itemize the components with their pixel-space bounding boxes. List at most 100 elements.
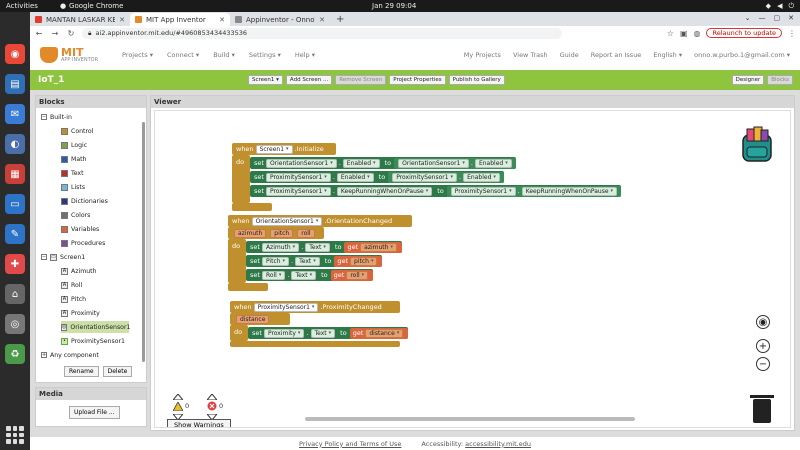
getter-block-orientation-enabled[interactable]: OrientationSensor1▾ . Enabled▾	[394, 157, 516, 169]
set-block-proximity-text[interactable]: set Proximity▾ . Text▾ to get distance▾	[248, 327, 409, 339]
thunderbird-icon[interactable]: ✉	[5, 104, 25, 124]
warning-toggle-down-icon[interactable]	[171, 413, 185, 422]
param-azimuth[interactable]: azimuth	[234, 228, 267, 238]
get-roll-block[interactable]: get roll▾	[330, 269, 374, 281]
trash-dock-icon[interactable]: ♻	[5, 344, 25, 364]
set-block-proximity-keeprunning[interactable]: set ProximitySensor1▾ . KeepRunningWhenO…	[250, 185, 622, 197]
blocks-button[interactable]: Blocks	[767, 75, 793, 85]
privacy-policy-link[interactable]: Privacy Policy and Terms of Use	[299, 439, 402, 448]
report-issue-link[interactable]: Report an Issue	[590, 51, 642, 59]
menu-settings[interactable]: Settings ▾	[248, 51, 281, 59]
app-inventor-logo[interactable]: MIT APP INVENTOR	[40, 47, 110, 63]
files-icon[interactable]: ▦	[5, 164, 25, 184]
system-monitor-icon[interactable]: ▤	[5, 74, 25, 94]
close-icon[interactable]: ✕	[319, 15, 325, 24]
text-editor-icon[interactable]: ✎	[5, 224, 25, 244]
backpack-icon[interactable]	[737, 125, 777, 165]
warning-toggle-up-icon[interactable]	[171, 393, 185, 402]
tree-component-proximitysensor1[interactable]: •ProximitySensor1	[61, 335, 125, 347]
zoom-out-icon[interactable]: −	[756, 357, 770, 371]
getter-block-proximity-enabled[interactable]: ProximitySensor1▾ . Enabled▾	[388, 171, 504, 183]
error-toggle-down-icon[interactable]	[205, 413, 219, 422]
get-pitch-block[interactable]: get pitch▾	[334, 255, 383, 267]
project-properties-button[interactable]: Project Properties	[389, 75, 446, 85]
property-dropdown[interactable]: Enabled▾	[342, 158, 380, 168]
tree-item-colors[interactable]: Colors	[61, 209, 90, 221]
collapse-icon[interactable]: −	[41, 254, 47, 260]
delete-button[interactable]: Delete	[102, 366, 133, 377]
param-pitch[interactable]: pitch	[270, 228, 294, 238]
property-dropdown[interactable]: KeepRunningWhenOnPause▾	[336, 186, 433, 196]
chrome-dock-icon[interactable]: ◉	[5, 44, 25, 64]
active-app-menu[interactable]: ●Google Chrome	[60, 2, 123, 10]
minimize-icon[interactable]: —	[758, 14, 766, 22]
property-dropdown[interactable]: Enabled▾	[336, 172, 374, 182]
event-block-proximity-changed[interactable]: when ProximitySensor1▾ .ProximityChanged	[230, 301, 400, 313]
expand-icon[interactable]: +	[41, 352, 47, 358]
remove-screen-button[interactable]: Remove Screen	[335, 75, 387, 85]
param-roll[interactable]: roll	[297, 228, 315, 238]
accessibility-link[interactable]: accessibility.mit.edu	[465, 439, 531, 448]
tree-item-dictionaries[interactable]: Dictionaries	[61, 195, 108, 207]
show-apps-icon[interactable]	[6, 426, 24, 444]
user-account-menu[interactable]: onno.w.purbo.1@gmail.com ▾	[694, 51, 790, 59]
writer-icon[interactable]: ▭	[5, 194, 25, 214]
event-block-orientation-changed[interactable]: when OrientationSensor1▾ .OrientationCha…	[228, 215, 412, 227]
system-status-area[interactable]: ◆ ◀ ⏻	[766, 2, 794, 11]
component-dropdown[interactable]: OrientationSensor1▾	[265, 158, 337, 168]
add-screen-button[interactable]: Add Screen ...	[285, 75, 333, 85]
software-icon[interactable]: ✚	[5, 254, 25, 274]
close-window-icon[interactable]: ✕	[788, 14, 794, 22]
extensions-icon[interactable]: ▣	[679, 28, 688, 38]
address-bar[interactable]: 🔒︎ ai2.appinventor.mit.edu/#496085343443…	[82, 27, 562, 39]
tree-builtin[interactable]: −Built-in	[41, 113, 72, 121]
maximize-icon[interactable]: ▢	[773, 14, 781, 22]
tree-item-text[interactable]: Text	[61, 167, 84, 179]
set-block-roll-text[interactable]: set Roll▾ . Text▾ to get roll▾	[246, 269, 374, 281]
guide-link[interactable]: Guide	[559, 51, 579, 59]
tree-item-math[interactable]: Math	[61, 153, 86, 165]
set-block-pitch-text[interactable]: set Pitch▾ . Text▾ to get pitch▾	[246, 255, 383, 267]
clock[interactable]: Jan 29 09:04	[372, 2, 417, 10]
recenter-icon[interactable]: ◉	[756, 315, 770, 329]
collapse-icon[interactable]: −	[41, 114, 47, 120]
component-dropdown[interactable]: ProximitySensor1▾	[265, 186, 331, 196]
relaunch-button[interactable]: Relaunch to update	[706, 28, 782, 38]
screen-selector[interactable]: Screen1 ▾	[248, 75, 283, 85]
component-dropdown[interactable]: OrientationSensor1▾	[251, 216, 323, 226]
blocks-tree-scrollbar[interactable]	[142, 122, 145, 362]
profile-avatar[interactable]: ◍	[693, 28, 701, 38]
component-dropdown[interactable]: ProximitySensor1▾	[253, 302, 319, 312]
reload-icon[interactable]: ↻	[67, 28, 75, 38]
event-block-screen1-initialize[interactable]: when Screen1▾ .Initialize	[232, 143, 336, 155]
bookmark-star-icon[interactable]: ☆	[666, 28, 674, 38]
menu-connect[interactable]: Connect ▾	[166, 51, 200, 59]
workspace-horizontal-scrollbar[interactable]	[305, 417, 635, 421]
usb-drive-icon[interactable]: ⌂	[5, 284, 25, 304]
tab-mit-app-inventor[interactable]: MIT App Inventor ✕	[130, 13, 230, 26]
close-icon[interactable]: ✕	[119, 15, 125, 24]
tree-screen1[interactable]: −▭Screen1	[41, 253, 86, 261]
menu-projects[interactable]: Projects ▾	[122, 51, 153, 59]
firefox-icon[interactable]: ◐	[5, 134, 25, 154]
kebab-menu-icon[interactable]: ⋮	[788, 28, 796, 38]
new-tab-button[interactable]: +	[336, 13, 345, 25]
tab-mantan-laskar[interactable]: MANTAN LASKAR KEE ✕	[30, 13, 130, 26]
publish-gallery-button[interactable]: Publish to Gallery	[448, 75, 505, 85]
tree-item-procedures[interactable]: Procedures	[61, 237, 105, 249]
menu-build[interactable]: Build ▾	[213, 51, 235, 59]
tree-item-variables[interactable]: Variables	[61, 223, 99, 235]
tree-component-orientationsensor1[interactable]: ◎OrientationSensor1	[61, 321, 130, 333]
back-icon[interactable]: ←	[35, 28, 43, 38]
get-distance-block[interactable]: get distance▾	[349, 327, 409, 339]
tree-item-lists[interactable]: Lists	[61, 181, 85, 193]
forward-icon[interactable]: →	[51, 28, 59, 38]
blocks-workspace[interactable]: when Screen1▾ .Initialize do set Orienta…	[154, 110, 791, 428]
menu-help[interactable]: Help ▾	[294, 51, 315, 59]
getter-block-proximity-keeprunning[interactable]: ProximitySensor1▾ . KeepRunningWhenOnPau…	[446, 185, 622, 197]
get-azimuth-block[interactable]: get azimuth▾	[344, 241, 402, 253]
close-icon[interactable]: ✕	[219, 15, 225, 24]
set-block-proximity-enabled[interactable]: set ProximitySensor1▾ . Enabled▾ to Prox…	[250, 171, 504, 183]
disk-icon[interactable]: ◎	[5, 314, 25, 334]
